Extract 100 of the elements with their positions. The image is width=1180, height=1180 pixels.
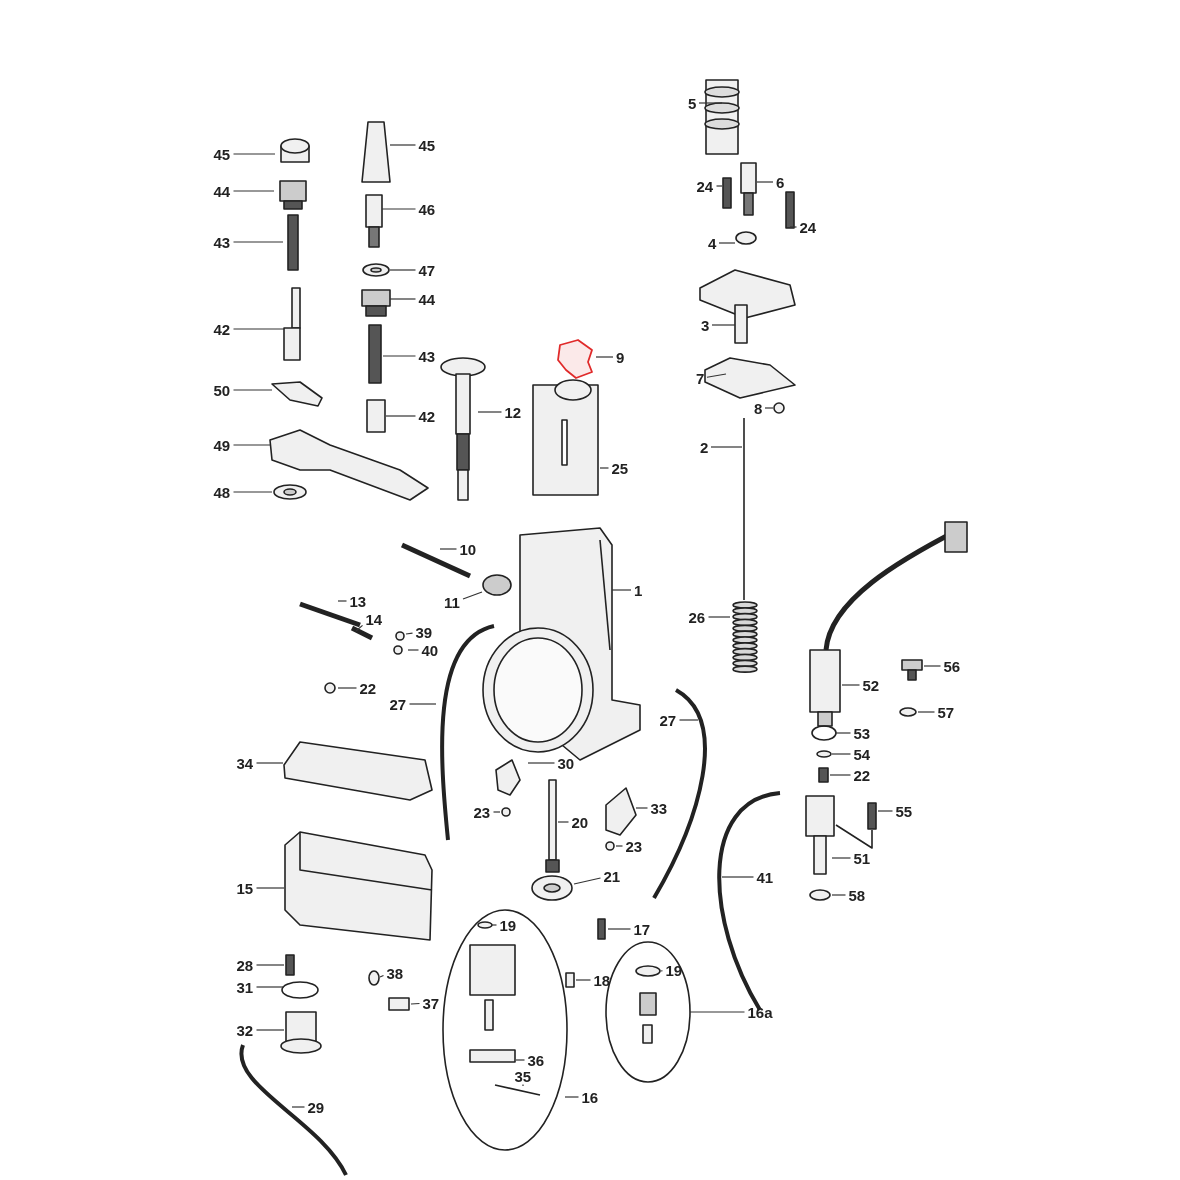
leader-line	[721, 876, 755, 878]
callout-number: 18	[592, 971, 612, 989]
leader-line	[410, 1002, 421, 1005]
callout-number: 45	[212, 145, 232, 163]
callout-number: 6	[775, 173, 786, 191]
leader-line	[232, 190, 275, 192]
callout-number: 55	[894, 802, 914, 820]
leader-line	[764, 407, 774, 409]
leader-line	[660, 970, 664, 972]
leader-line	[707, 616, 731, 618]
leader-line	[232, 491, 273, 493]
leader-line	[381, 208, 417, 210]
callout-number: 1	[633, 581, 644, 599]
leader-line	[232, 241, 284, 243]
leader-line	[255, 964, 285, 966]
callout-number: 36	[526, 1051, 546, 1069]
callout-number: 54	[852, 745, 872, 763]
leader-line	[232, 328, 285, 330]
callout-number: 23	[472, 803, 492, 821]
callout-number: 24	[798, 218, 818, 236]
callout-number: 52	[861, 676, 881, 694]
callout-number: 23	[624, 837, 644, 855]
leader-line	[831, 894, 847, 896]
callout-number: 16	[580, 1088, 600, 1106]
callout-number: 57	[936, 703, 956, 721]
leader-line	[557, 821, 570, 823]
leader-line	[635, 807, 649, 809]
leader-line	[831, 857, 852, 859]
leader-line	[232, 444, 271, 446]
callout-number: 17	[632, 920, 652, 938]
leader-line	[917, 711, 936, 713]
callout-number: 58	[847, 886, 867, 904]
callout-number: 19	[498, 916, 518, 934]
leader-line	[385, 415, 417, 417]
callout-number: 9	[615, 348, 626, 366]
callout-number: 35	[513, 1067, 533, 1085]
leader-line	[382, 355, 417, 357]
leader-line	[718, 242, 736, 244]
leader-line	[841, 684, 861, 686]
callout-number: 5	[687, 94, 698, 112]
leader-line	[477, 411, 503, 413]
leader-line	[491, 924, 498, 926]
callout-number: 14	[364, 610, 384, 628]
callout-number: 19	[664, 961, 684, 979]
callout-number: 20	[570, 813, 590, 831]
leader-line	[710, 446, 743, 448]
callout-number: 24	[695, 177, 715, 195]
callout-number: 37	[421, 994, 441, 1012]
callout-number: 44	[417, 290, 437, 308]
leader-line	[389, 144, 417, 146]
leader-line	[595, 356, 614, 358]
leader-line	[255, 887, 285, 889]
leader-line	[337, 687, 358, 689]
leader-line	[829, 774, 852, 776]
callout-number: 21	[602, 867, 622, 885]
callout-number: 42	[212, 320, 232, 338]
callout-number: 7	[695, 369, 706, 387]
leader-line	[599, 467, 610, 469]
leader-line	[698, 102, 723, 104]
leader-line	[756, 181, 774, 183]
callout-number: 43	[212, 233, 232, 251]
callout-number: 34	[235, 754, 255, 772]
callout-number: 44	[212, 182, 232, 200]
leader-line	[408, 703, 437, 705]
leader-line	[877, 810, 894, 812]
callout-number: 16a	[746, 1003, 774, 1021]
leader-line	[527, 762, 556, 764]
leader-line	[255, 762, 284, 764]
leader-line	[255, 1029, 285, 1031]
leader-line	[835, 732, 852, 734]
callout-number: 38	[385, 964, 405, 982]
callout-number: 2	[699, 438, 710, 456]
leader-line	[389, 269, 417, 271]
leader-line	[564, 1096, 580, 1098]
leader-line	[379, 974, 385, 978]
callout-number: 41	[755, 868, 775, 886]
callout-number: 22	[852, 766, 872, 784]
callout-number: 43	[417, 347, 437, 365]
callout-number: 48	[212, 483, 232, 501]
leader-line	[462, 591, 483, 600]
leader-line	[439, 548, 458, 550]
callout-number: 25	[610, 459, 630, 477]
leader-line	[689, 1011, 746, 1013]
leader-line	[405, 632, 414, 635]
leader-line	[232, 153, 276, 155]
callout-number: 42	[417, 407, 437, 425]
callout-number: 50	[212, 381, 232, 399]
leader-line	[575, 979, 592, 981]
leader-line	[389, 298, 417, 300]
callout-number: 32	[235, 1021, 255, 1039]
leader-line	[611, 589, 632, 591]
callout-number: 4	[707, 234, 718, 252]
callout-number: 10	[458, 540, 478, 558]
callout-number: 15	[235, 879, 255, 897]
callout-number: 53	[852, 724, 872, 742]
callout-number: 27	[388, 695, 408, 713]
leader-line	[573, 877, 602, 885]
leader-line	[492, 811, 501, 813]
leader-line	[789, 226, 798, 228]
callout-number: 26	[687, 608, 707, 626]
